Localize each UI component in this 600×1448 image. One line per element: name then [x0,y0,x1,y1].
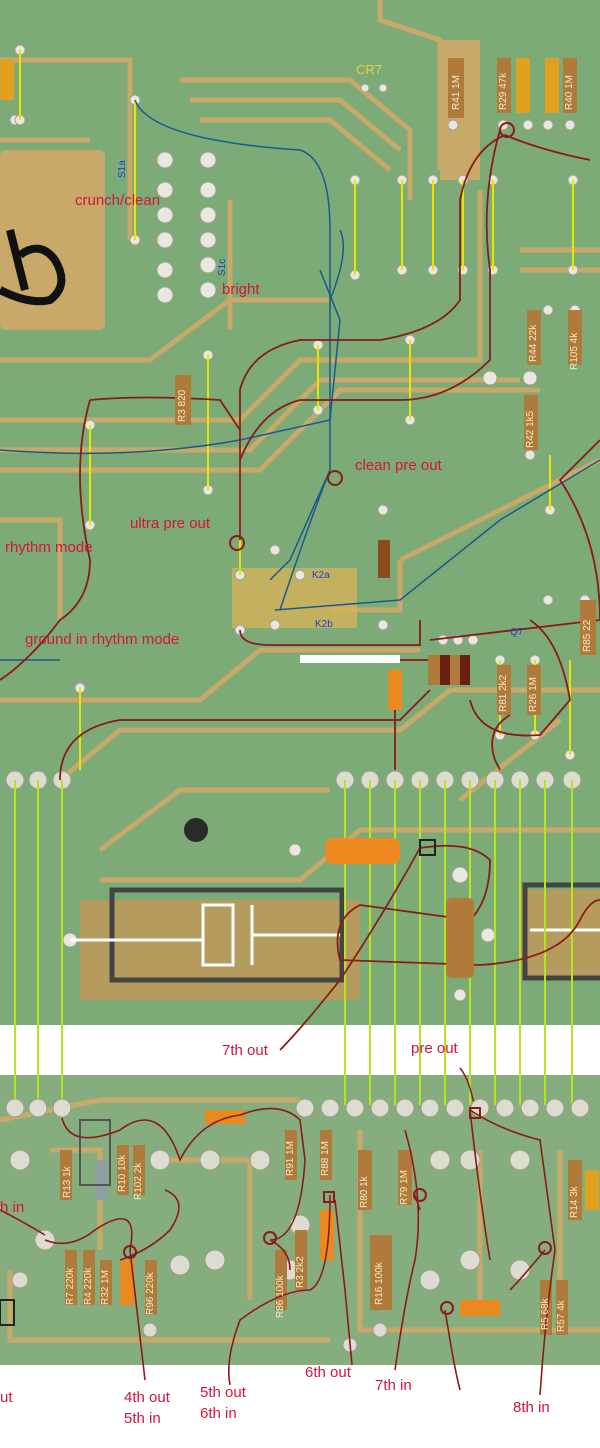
r41-label: R41 1M [451,74,462,110]
r26-label: R26 1M [528,676,539,712]
clean-pre-out-marker [327,470,343,486]
r57-label: R57 4k [556,1300,567,1332]
ut-label: ut [0,1389,13,1406]
s1a-label: S1a [117,160,128,178]
resistors-upper [0,58,596,978]
r3-label: R3 820 [177,389,188,422]
r13-label: R13 1k [62,1166,73,1198]
r88-label: R88 1M [320,1140,331,1176]
eighth-in-label: 8th in [513,1399,550,1416]
r91-label: R91 1M [285,1140,296,1176]
connector-outline [109,882,600,983]
board-gap [0,1025,600,1075]
q7-label: Q7 [510,627,524,638]
r86-label: R86 100k [275,1275,286,1318]
lower-markers [123,1107,552,1315]
ground-in-rhythm-mode-label: ground in rhythm mode [25,631,180,648]
s1c-label: S1c [217,258,228,276]
r3b-label: R3 2k2 [295,1256,306,1288]
header-wires [14,780,573,1105]
cr7-label: CR7 [356,62,383,77]
k2b-label: K2b [315,619,333,630]
bright-label: bright [222,281,260,298]
handwritten-five [0,229,66,306]
seventh-out-label: 7th out [222,1042,268,1059]
r5-label: R5 68k [540,1298,551,1330]
r14-label: R14 3k [569,1186,580,1218]
fifth-in-label: 5th in [124,1410,161,1427]
pre-out-label: pre out [411,1040,458,1057]
bottom-white [0,1365,600,1448]
crunch-clean-label: crunch/clean [75,192,161,209]
r102-label: R102 2k [133,1162,144,1200]
r16-label: R16 100k [374,1262,385,1305]
r44-label: R44 22k [528,324,539,362]
r79-label: R79 1M [399,1169,410,1205]
fifth-out-label: 5th out [200,1384,246,1401]
r42-label: R42 1k5 [525,410,536,448]
r29-label: R29 47k [498,72,509,110]
seventh-in-label: 7th in [375,1377,412,1394]
ultra-pre-out-marker [229,535,245,551]
r80-label: R80 1k [359,1176,370,1208]
rhythm-mode-label: rhythm mode [5,539,93,556]
sixth-in-label: 6th in [200,1405,237,1422]
r4-label: R4 220k [83,1267,94,1305]
l-marker [499,122,515,138]
k2a-label: K2a [312,570,330,581]
connector-symbol [70,903,600,967]
r85-label: R85 22 [582,619,593,652]
ultra-pre-out-label: ultra pre out [130,515,211,532]
r10-label: R10 10k [117,1154,128,1192]
red-wires [0,129,600,1051]
r81-label: R81 2k2 [498,674,509,712]
r105-label: R105 4k [569,332,580,370]
r32-label: R32 1M [100,1269,111,1305]
r96-label: R96 220k [145,1272,156,1315]
lower-red-wires [0,1107,556,1396]
lower-pins [5,1098,590,1353]
r40-label: R40 1M [564,74,575,110]
7th-out-marker [419,839,436,856]
clean-pre-out-label: clean pre out [355,457,442,474]
sixth-out-label: 6th out [305,1364,351,1381]
h-in-label: h in [0,1199,25,1216]
fourth-out-label: 4th out [124,1389,170,1406]
r7-label: R7 220k [65,1267,76,1305]
capacitor-hole [184,818,208,842]
